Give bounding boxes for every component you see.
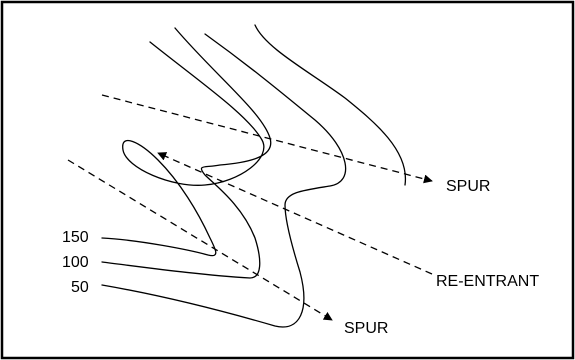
spur-upper-label: SPUR [446, 178, 490, 195]
re-entrant-line [157, 152, 433, 275]
contour-label-100: 100 [62, 254, 89, 271]
spur-lower-label: SPUR [344, 320, 388, 337]
contour-line-150 [101, 41, 265, 257]
contour-line-50 [101, 33, 347, 328]
contour-label-50: 50 [71, 279, 89, 296]
contour-line-100 [101, 27, 272, 279]
spur-lower-line [67, 159, 333, 321]
contour-label-150: 150 [62, 229, 89, 246]
contour-line-top [254, 24, 406, 186]
spur-upper-line [101, 94, 433, 184]
re-entrant-label: RE-ENTRANT [436, 273, 539, 290]
